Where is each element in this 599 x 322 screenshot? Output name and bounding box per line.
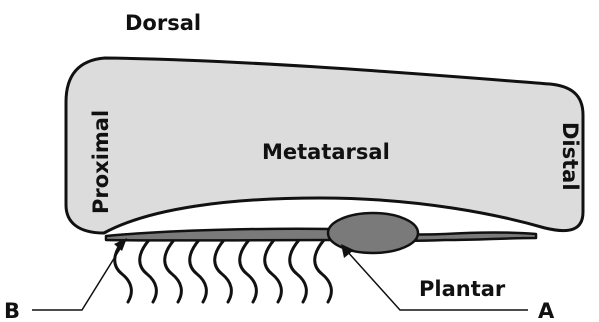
fibre-strand [140,240,157,302]
label-pointer-a: A [538,299,555,322]
fibre-strand [190,240,207,302]
label-pointer-b: B [4,299,20,322]
fibre-strand [115,240,132,302]
fibre-strand [215,240,232,302]
fibre-strand [165,240,182,302]
pointer-line-b [32,244,123,310]
label-plantar: Plantar [419,277,506,301]
label-distal: Distal [558,122,582,191]
fibre-strand [240,240,257,302]
tendon-swelling [328,213,418,253]
fibre-strands [115,240,332,302]
label-proximal: Proximal [89,110,113,214]
plantar-band [106,229,536,241]
fibre-strand [315,240,332,302]
fibre-strand [290,240,307,302]
label-dorsal: Dorsal [125,11,201,35]
fibre-strand [265,240,282,302]
label-metatarsal: Metatarsal [262,140,390,164]
